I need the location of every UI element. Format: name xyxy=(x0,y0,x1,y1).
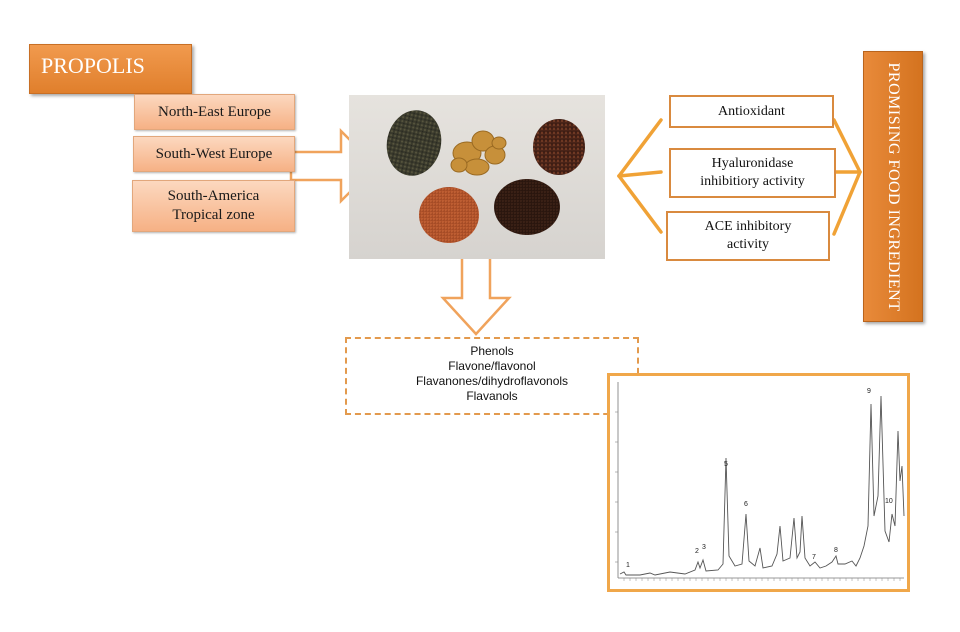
peak-label-9: 9 xyxy=(867,388,871,395)
class-phenols: Phenols xyxy=(470,344,514,358)
propolis-samples-photo xyxy=(349,95,605,259)
activity-antioxidant: Antioxidant xyxy=(669,95,834,128)
lumpy-propolis-sample xyxy=(450,130,507,176)
peak-label-7: 7 xyxy=(812,554,816,561)
region-north-east-europe: North-East Europe xyxy=(134,94,295,130)
region-south-america: South-America Tropical zone xyxy=(132,180,295,232)
class-flavanols: Flavanols xyxy=(466,389,518,403)
activity-hyaluronidase: Hyaluronidase inhibitiory activity xyxy=(669,148,836,198)
class-flavanones: Flavanones/dihydroflavonols xyxy=(415,374,569,388)
propolis-title: PROPOLIS xyxy=(29,44,192,94)
chromatogram-panel: 1 2 3 5 6 7 8 9 10 xyxy=(607,373,910,592)
region-south-west-europe: South-West Europe xyxy=(133,136,295,172)
propolis-samples-illustration xyxy=(386,110,585,243)
class-flavone-flavonol: Flavone/flavonol xyxy=(448,359,536,373)
peak-label-5: 5 xyxy=(724,461,728,468)
chromatogram-x-ticks xyxy=(623,578,901,581)
promising-food-ingredient-label: PROMISING FOOD INGREDIENT xyxy=(885,62,902,311)
activities-left-fan xyxy=(617,118,663,234)
peak-label-10: 10 xyxy=(885,498,893,505)
peak-label-3: 3 xyxy=(702,544,706,551)
peak-label-8: 8 xyxy=(834,547,838,554)
peak-label-1: 1 xyxy=(626,562,630,569)
peak-label-6: 6 xyxy=(744,501,748,508)
compound-classes-box: Phenols Flavone/flavonol Flavanones/dihy… xyxy=(345,337,639,415)
photo-to-classes-arrow xyxy=(440,248,512,336)
chromatogram-peak-labels: 1 2 3 5 6 7 8 9 10 xyxy=(626,388,893,569)
chromatogram-plot: 1 2 3 5 6 7 8 9 10 xyxy=(615,382,905,581)
chromatogram-y-ticks xyxy=(615,411,618,563)
promising-food-ingredient-box: PROMISING FOOD INGREDIENT xyxy=(863,51,923,322)
chromatogram-trace xyxy=(619,395,905,576)
peak-label-2: 2 xyxy=(695,548,699,555)
activity-ace-inhibitory: ACE inhibitory activity xyxy=(666,211,830,261)
activities-right-fan xyxy=(832,118,862,236)
